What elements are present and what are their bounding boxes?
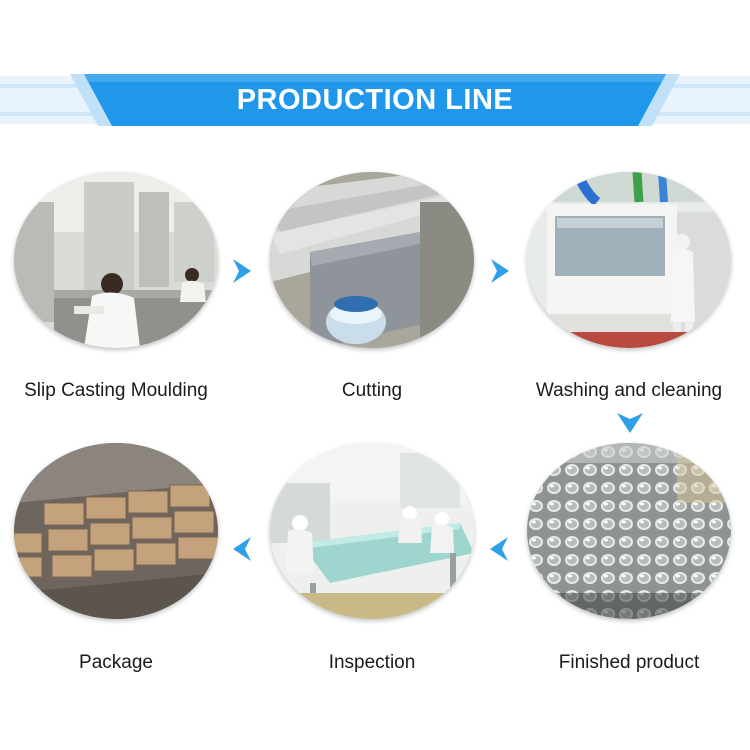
step-label-finished-product: Finished product [558, 652, 700, 673]
step-label-cutting: Cutting [341, 380, 403, 401]
title-banner: PRODUCTION LINE [0, 70, 750, 130]
arrow-left-icon [490, 537, 508, 561]
cutting-photo [270, 172, 474, 348]
step-label-slip-casting: Slip Casting Moulding [24, 380, 208, 401]
package-photo [14, 443, 218, 619]
arrow-down-icon [617, 413, 643, 433]
step-label-inspection: Inspection [328, 652, 416, 673]
inspection-photo [270, 443, 474, 619]
slip-casting-photo [14, 172, 218, 348]
washing-cleaning-photo [527, 172, 731, 348]
banner-ribbon [0, 74, 750, 126]
arrow-right-icon [233, 259, 251, 283]
banner-title: PRODUCTION LINE [236, 84, 514, 116]
arrow-right-icon [491, 259, 509, 283]
step-label-washing-cleaning: Washing and cleaning [535, 380, 723, 401]
step-label-package: Package [79, 652, 153, 673]
finished-product-photo [527, 443, 731, 619]
arrow-left-icon [233, 537, 251, 561]
